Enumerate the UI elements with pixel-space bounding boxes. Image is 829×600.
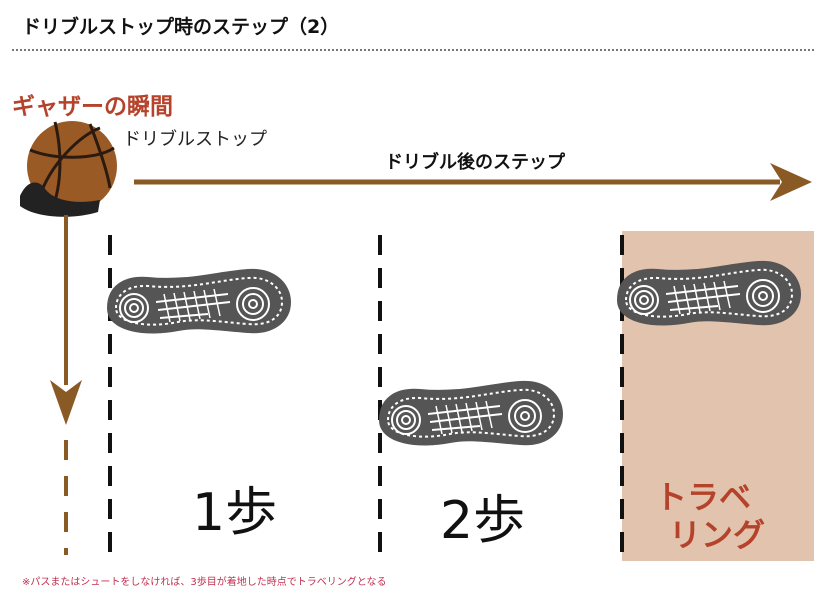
footprint-step3-icon bbox=[617, 260, 801, 326]
traveling-label-line1: トラベ bbox=[655, 478, 752, 516]
footnote: ※パスまたはシュートをしなければ、3歩目が着地した時点でトラベリングとなる bbox=[22, 577, 387, 588]
page-title: ドリブルストップ時のステップ（2） bbox=[22, 16, 340, 38]
basketball-icon bbox=[27, 121, 117, 211]
arrow-label: ドリブル後のステップ bbox=[385, 152, 565, 173]
traveling-label-line2: リング bbox=[669, 516, 766, 554]
title-divider bbox=[12, 49, 814, 51]
footprint-step1-icon bbox=[107, 268, 291, 334]
step-2-label: 2歩 bbox=[440, 491, 526, 551]
dribble-down-arrow bbox=[50, 215, 82, 555]
gather-label: ギャザーの瞬間 bbox=[12, 94, 173, 120]
dribble-stop-label: ドリブルストップ bbox=[123, 129, 267, 150]
traveling-label: トラベ リング bbox=[655, 478, 795, 554]
footprint-step2-icon bbox=[379, 380, 563, 446]
dribble-step-arrow bbox=[134, 163, 812, 201]
hand-icon bbox=[20, 182, 100, 217]
step-1-label: 1歩 bbox=[192, 483, 278, 543]
